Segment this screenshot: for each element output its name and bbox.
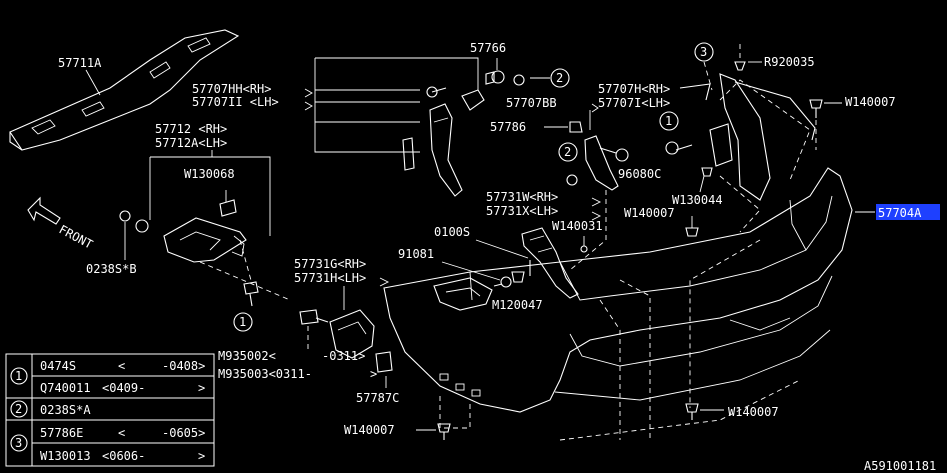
legend-3-row2-from: <0606- bbox=[102, 449, 145, 463]
bolt-W140007-bottom-right[interactable] bbox=[685, 403, 699, 420]
rear-bumper-cover-57704A[interactable] bbox=[383, 167, 853, 413]
label-M120047: M120047 bbox=[492, 298, 543, 312]
label-57707HH: 57707HH<RH> bbox=[192, 82, 271, 96]
label-57704A[interactable]: 57704A bbox=[878, 206, 922, 220]
lower-bracket-57731W[interactable] bbox=[521, 227, 579, 299]
screw-1-right[interactable] bbox=[665, 141, 693, 155]
label-57766: 57766 bbox=[470, 41, 506, 55]
clip-57787C[interactable] bbox=[375, 351, 393, 373]
side-bracket-57712[interactable] bbox=[163, 217, 247, 263]
label-W130044: W130044 bbox=[672, 193, 723, 207]
reflector-91081[interactable] bbox=[433, 277, 493, 311]
legend-1-row1-from: < bbox=[118, 359, 125, 373]
bolt-W140007-top[interactable] bbox=[809, 99, 823, 118]
label-57707H: 57707H<RH> bbox=[598, 82, 670, 96]
clip-57766[interactable] bbox=[485, 70, 505, 85]
legend-3-row2-to: > bbox=[198, 449, 205, 463]
legend-1-row2-to: > bbox=[198, 381, 205, 395]
label-57786: 57786 bbox=[490, 120, 526, 134]
label-0238S-B: 0238S*B bbox=[86, 262, 137, 276]
label-M935003-end: > bbox=[370, 367, 377, 381]
legend-1-row2-part: Q740011 bbox=[40, 381, 91, 395]
label-FRONT: FRONT bbox=[57, 222, 95, 251]
legend-table bbox=[5, 353, 215, 467]
label-57711A: 57711A bbox=[58, 56, 102, 70]
legend-3-row1-part: 57786E bbox=[40, 426, 83, 440]
side-bracket-57707HH[interactable] bbox=[402, 89, 485, 197]
label-W140007-bottom-right: W140007 bbox=[728, 405, 779, 419]
label-57707II: 57707II <LH> bbox=[192, 95, 279, 109]
bolt-W140007-bottom-left[interactable] bbox=[437, 423, 451, 440]
side-support-bracket[interactable] bbox=[584, 135, 619, 191]
label-57704A-highlight bbox=[876, 204, 940, 220]
label-96080C: 96080C bbox=[618, 167, 661, 181]
legend-3-row2-part: W130013 bbox=[40, 449, 91, 463]
callout-2-top: 2 bbox=[556, 71, 563, 85]
bolt-M935002[interactable] bbox=[299, 309, 329, 325]
label-57731W: 57731W<RH> bbox=[486, 190, 558, 204]
label-R920035: R920035 bbox=[764, 55, 815, 69]
upper-right-bracket[interactable] bbox=[709, 73, 816, 201]
label-57707I: 57707I<LH> bbox=[598, 96, 670, 110]
callout-3: 3 bbox=[700, 45, 707, 59]
label-91081: 91081 bbox=[398, 247, 434, 261]
label-W130068: W130068 bbox=[184, 167, 235, 181]
screw-top[interactable] bbox=[426, 86, 447, 98]
label-0100S: 0100S bbox=[434, 225, 470, 239]
reinforcement-bar-57711A[interactable] bbox=[9, 29, 240, 151]
label-M935002: M935002< bbox=[218, 349, 276, 363]
bumper-bracket-57731G[interactable] bbox=[329, 309, 375, 359]
screw-reflector[interactable] bbox=[493, 276, 512, 288]
legend-1-row1-part: 0474S bbox=[40, 359, 76, 373]
diagram-id: A591001181 bbox=[864, 459, 936, 473]
callout-1-left: 1 bbox=[239, 315, 246, 329]
label-57731H: 57731H<LH> bbox=[294, 271, 366, 285]
label-W140007-bottom-left: W140007 bbox=[344, 423, 395, 437]
label-57787C: 57787C bbox=[356, 391, 399, 405]
label-57712A-LH: 57712A<LH> bbox=[155, 136, 227, 150]
label-M935003: M935003<0311- bbox=[218, 367, 312, 381]
callout-1-right: 1 bbox=[665, 114, 672, 128]
retainer-57786[interactable] bbox=[569, 121, 583, 133]
bolt-left[interactable] bbox=[243, 281, 259, 307]
legend-num-3: 3 bbox=[15, 436, 22, 450]
legend-num-1: 1 bbox=[15, 369, 22, 383]
legend-1-row1-to: -0408> bbox=[162, 359, 205, 373]
legend-num-2: 2 bbox=[15, 402, 22, 416]
callout-2-mid: 2 bbox=[564, 145, 571, 159]
label-57712-RH: 57712 <RH> bbox=[155, 122, 227, 136]
label-57731X: 57731X<LH> bbox=[486, 204, 558, 218]
legend-3-row1-from: < bbox=[118, 426, 125, 440]
legend-2-row1-part: 0238S*A bbox=[40, 403, 91, 417]
label-W140007-top: W140007 bbox=[845, 95, 896, 109]
label-M935002-range: -0311> bbox=[322, 349, 365, 363]
label-W140007-mid: W140007 bbox=[624, 206, 675, 220]
legend-3-row1-to: -0605> bbox=[162, 426, 205, 440]
label-57731G: 57731G<RH> bbox=[294, 257, 366, 271]
label-W140031: W140031 bbox=[552, 219, 603, 233]
fastener-96080C[interactable] bbox=[599, 147, 629, 162]
front-direction-arrow bbox=[27, 196, 61, 225]
legend-1-row2-from: <0409- bbox=[102, 381, 145, 395]
label-57707BB: 57707BB bbox=[506, 96, 557, 110]
fastener-0100S[interactable] bbox=[511, 260, 531, 283]
